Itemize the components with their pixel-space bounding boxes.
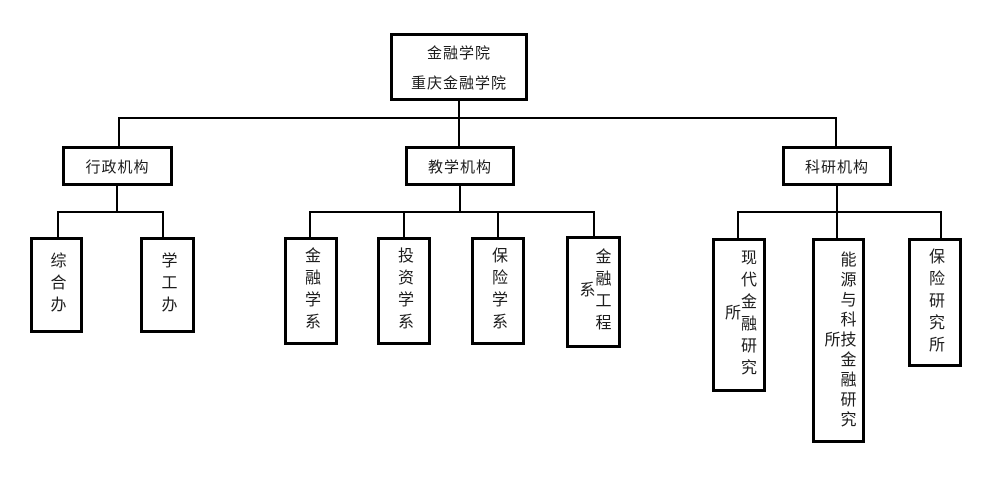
connector-research-horizontal (737, 211, 942, 213)
leaf-node-financial-engineering-department: 金融工程系 (566, 236, 621, 348)
leaf-node-finance-department-label: 金融学系 (302, 247, 321, 335)
leaf-node-student-affairs-office-label: 学工办 (158, 252, 178, 318)
leaf-node-student-affairs-office: 学工办 (140, 237, 195, 333)
root-node-finance-college: 金融学院 重庆金融学院 (390, 33, 528, 101)
branch-node-teaching: 教学机构 (405, 146, 515, 186)
branch-node-research-label: 科研机构 (804, 157, 869, 176)
branch-node-teaching-label: 教学机构 (427, 157, 492, 176)
connector-teaching-horizontal (309, 211, 595, 213)
connector-level1-horizontal (118, 117, 837, 119)
connector-root-vertical (458, 100, 460, 146)
connector-admin-drop-2 (162, 211, 164, 237)
leaf-node-investment-department: 投资学系 (377, 237, 431, 345)
leaf-node-insurance-department: 保险学系 (471, 237, 525, 345)
branch-node-research: 科研机构 (782, 146, 892, 186)
leaf-node-energy-tech-finance-institute: 能源与科技金融研究所 (812, 238, 865, 443)
connector-level1-drop-left (118, 117, 120, 146)
leaf-node-modern-finance-institute-label: 现代金融研究所 (722, 249, 757, 381)
leaf-node-investment-department-label: 投资学系 (395, 247, 414, 335)
connector-research-drop-1 (737, 211, 739, 238)
connector-teaching-drop-3 (497, 211, 499, 237)
connector-admin-horizontal (57, 211, 164, 213)
connector-admin-drop-1 (57, 211, 59, 237)
leaf-node-general-office-label: 综合办 (47, 252, 67, 318)
leaf-node-insurance-institute: 保险研究所 (908, 238, 962, 367)
root-node-line2: 重庆金融学院 (410, 73, 507, 92)
leaf-node-modern-finance-institute: 现代金融研究所 (712, 238, 766, 392)
connector-teaching-drop-2 (403, 211, 405, 237)
connector-level1-drop-right (835, 117, 837, 146)
connector-research-drop-2 (836, 211, 838, 238)
leaf-node-financial-engineering-department-label: 金融工程系 (576, 248, 612, 336)
connector-teaching-drop-4 (593, 211, 595, 237)
connector-admin-vertical (116, 186, 118, 212)
leaf-node-energy-tech-finance-institute-label: 能源与科技金融研究所 (821, 250, 857, 431)
leaf-node-insurance-institute-label: 保险研究所 (926, 247, 945, 358)
root-node-line1: 金融学院 (426, 43, 491, 62)
leaf-node-finance-department: 金融学系 (284, 237, 338, 345)
connector-research-drop-3 (940, 211, 942, 238)
connector-teaching-vertical (459, 186, 461, 212)
branch-node-administrative-label: 行政机构 (85, 157, 150, 176)
leaf-node-insurance-department-label: 保险学系 (489, 247, 508, 335)
leaf-node-general-office: 综合办 (30, 237, 83, 333)
connector-teaching-drop-1 (309, 211, 311, 237)
connector-research-vertical (836, 186, 838, 212)
branch-node-administrative: 行政机构 (62, 146, 173, 186)
